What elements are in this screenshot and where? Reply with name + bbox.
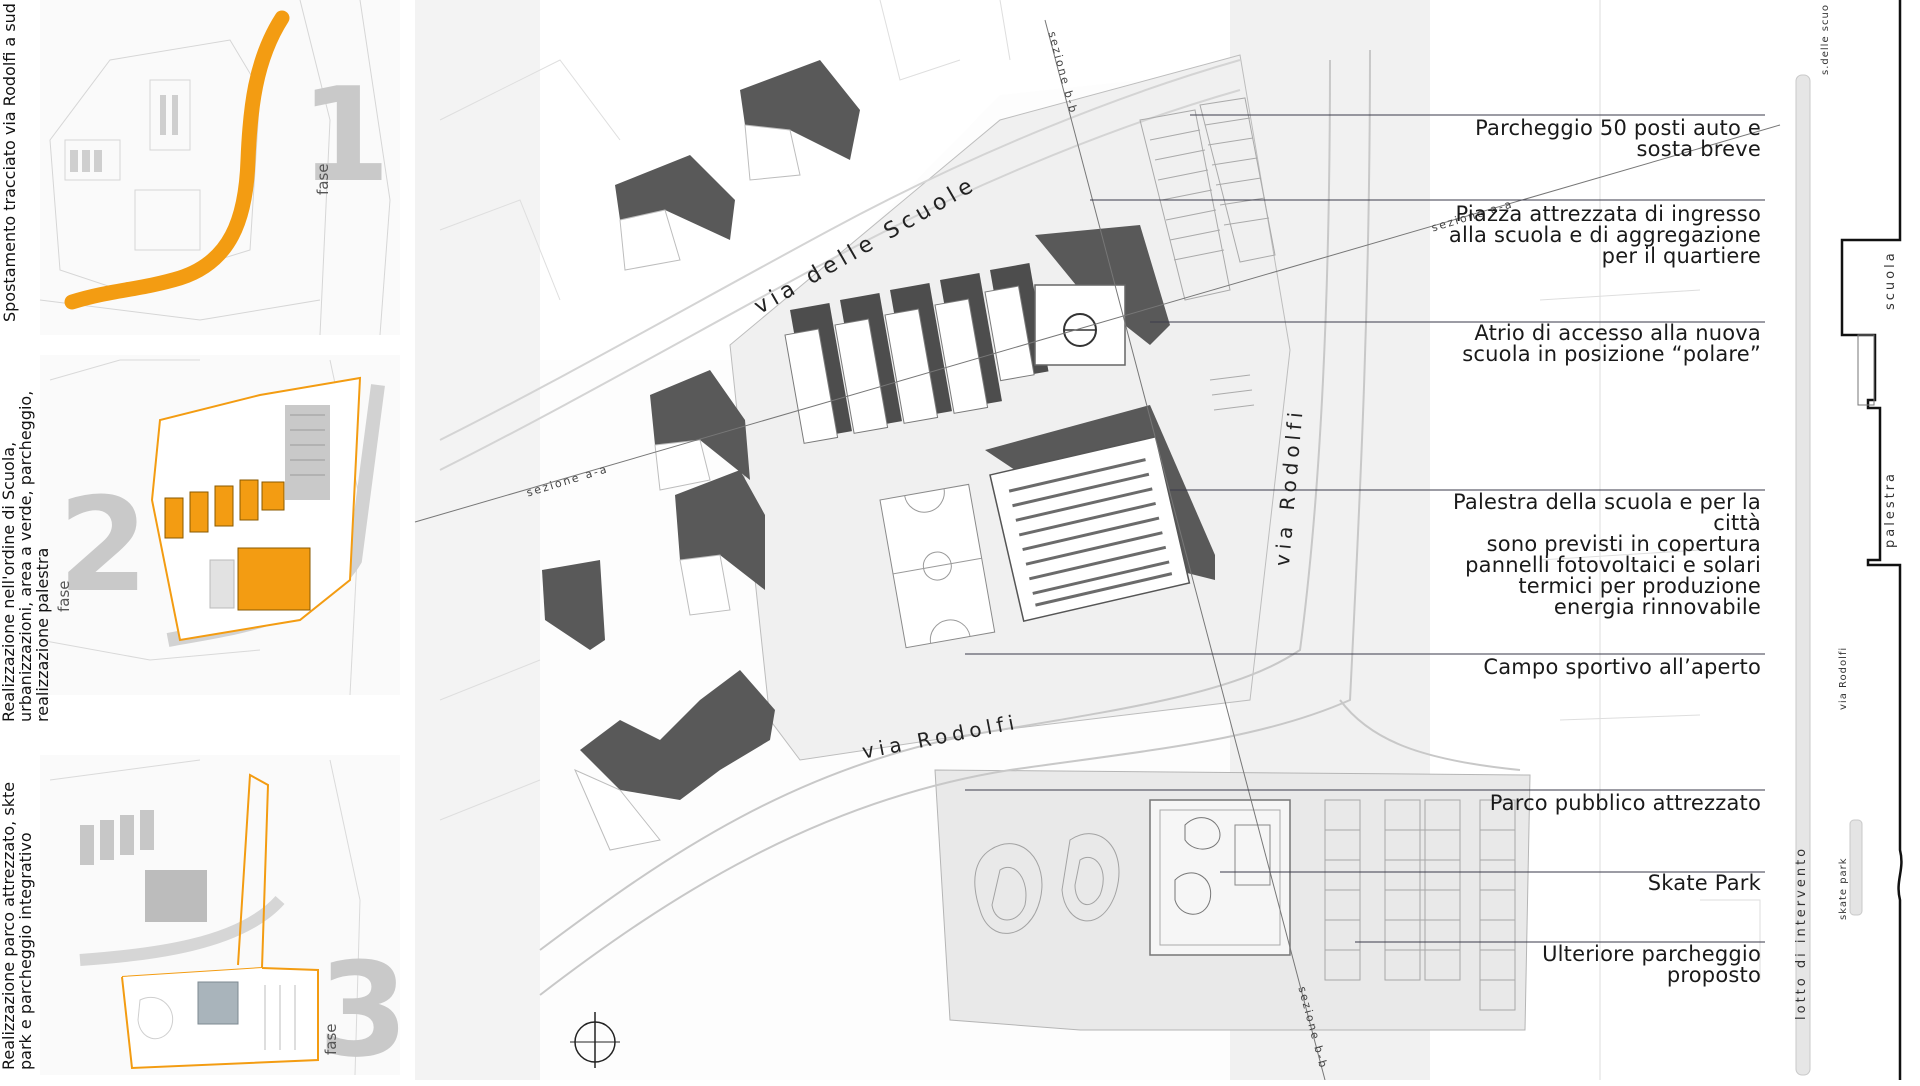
- strip-label-palestra: palestra: [1883, 470, 1898, 548]
- phase-2-number: 2: [58, 469, 149, 621]
- annotation-parco: Parco pubblico attrezzato: [1489, 791, 1761, 815]
- parking-proposed: [1324, 799, 1516, 1011]
- public-park: [974, 833, 1120, 934]
- polar-atrium: [1034, 284, 1126, 366]
- strip-label-via-rodolfi: via Rodolfi: [1838, 646, 1849, 710]
- phase-maps: [39, 0, 400, 1076]
- strip-label-scuola: scuola: [1883, 250, 1898, 310]
- phase-1-number: 1: [300, 59, 391, 211]
- annotation-skate-park: Skate Park: [1647, 871, 1761, 895]
- strip-label-sdelle: s.delle scuo: [1820, 4, 1831, 75]
- annotation-leaders: [965, 114, 1765, 943]
- phase-1-map: [39, 0, 400, 336]
- strip-label-skate-park: skate park: [1838, 857, 1849, 920]
- phase-panels: 1 fase Spostamento tracciato via Rodolfi…: [0, 0, 410, 1080]
- school-blocks: [784, 263, 1126, 444]
- road-via-rodolfi: [539, 59, 1331, 951]
- section-line-bb: [1044, 19, 1326, 1080]
- right-strip-plan: [1795, 0, 1903, 1080]
- section-line-aa: [414, 124, 1781, 523]
- outdoor-sports-field: [879, 483, 996, 649]
- parking-50: [1139, 97, 1276, 411]
- road-via-scuole: [439, 59, 1241, 441]
- strip-label-lotto: lotto di intervento: [1794, 845, 1809, 1020]
- phase-3-number: 3: [318, 934, 409, 1086]
- road-realignment: [64, 10, 290, 310]
- north-arrow: [570, 1012, 620, 1068]
- phase-3-map: [40, 755, 400, 1076]
- gym-building: [989, 435, 1191, 623]
- annotation-campo-sportivo: Campo sportivo all’aperto: [1483, 655, 1761, 679]
- phase-2-map: [39, 355, 400, 696]
- skate-park: [1149, 799, 1291, 956]
